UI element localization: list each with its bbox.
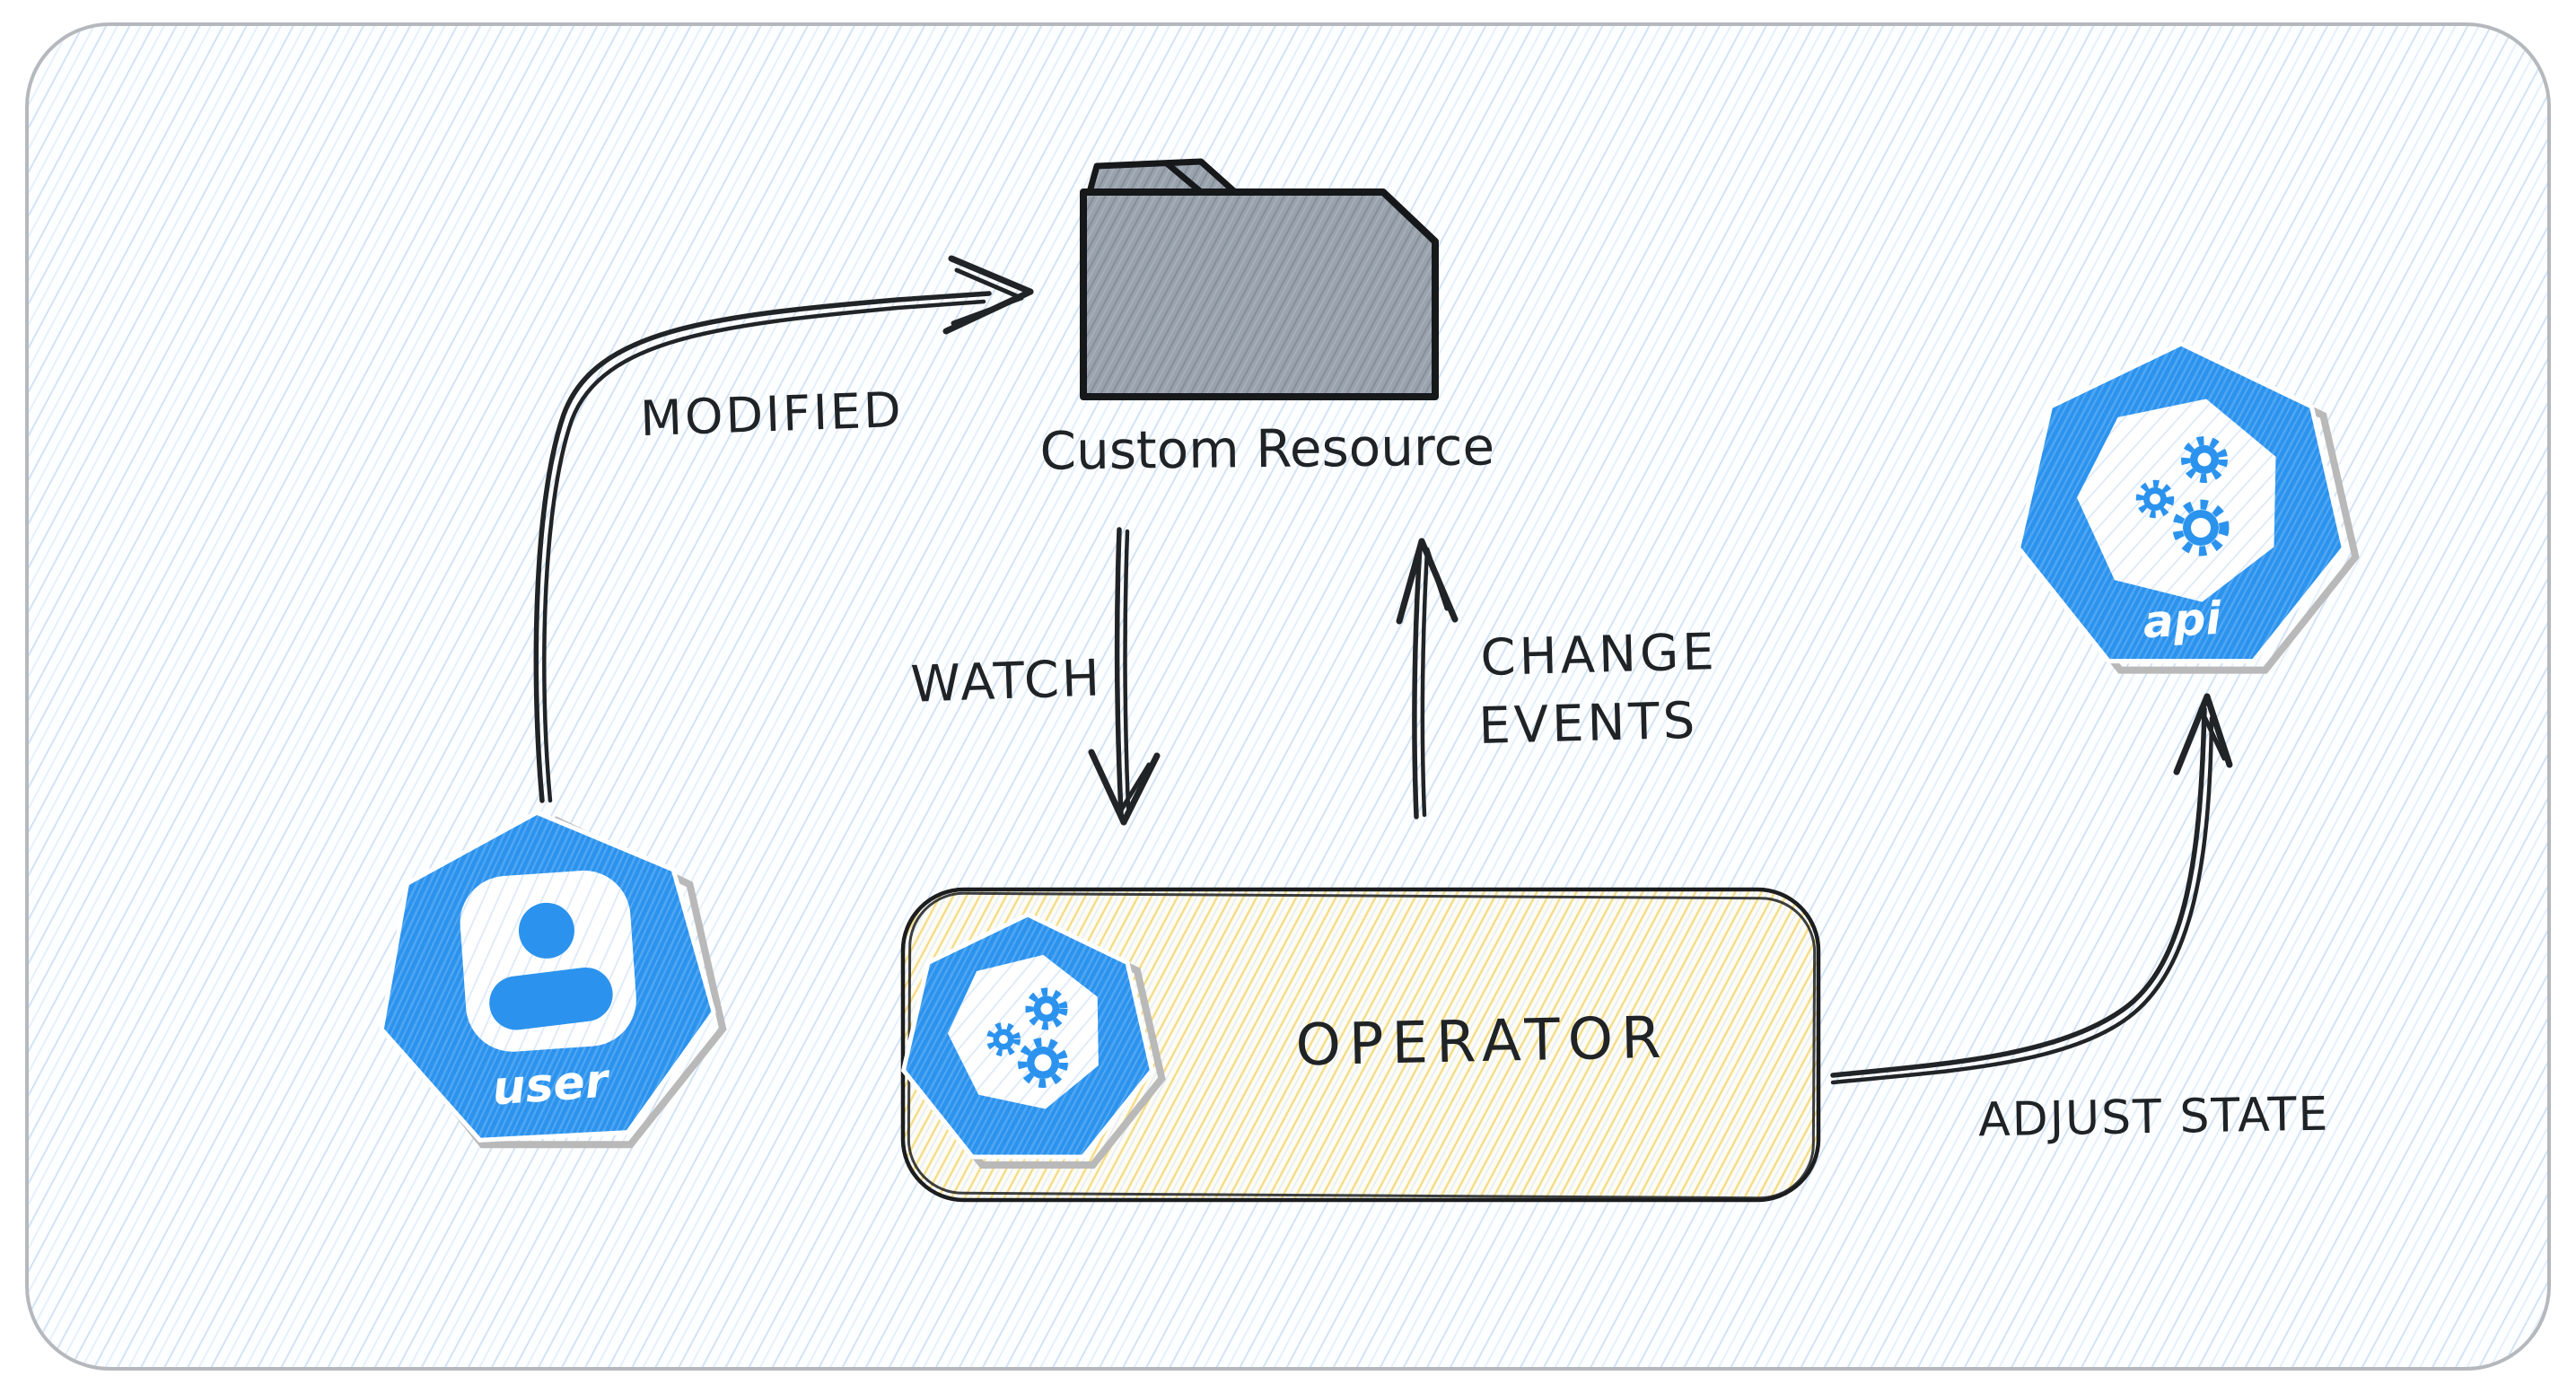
adjust-state-label: ADJUST STATE xyxy=(1978,1088,2330,1148)
person-body xyxy=(489,967,613,1030)
api-icon xyxy=(2015,341,2347,664)
adjust-state-arrow xyxy=(1830,693,2233,1085)
svg-text:EVENTS: EVENTS xyxy=(1478,692,1699,756)
modified-label: MODIFIED xyxy=(639,381,904,447)
person-head xyxy=(518,902,574,959)
watch-arrow xyxy=(1088,527,1161,826)
gears-glyph xyxy=(2135,436,2230,556)
operator-node: OPERATOR xyxy=(900,887,1821,1203)
change-events-label: CHANGE EVENTS xyxy=(1478,623,1719,756)
custom-resource-label: Custom Resource xyxy=(1039,416,1494,481)
operator-icon xyxy=(900,912,1166,1169)
user-node: user xyxy=(379,810,727,1149)
api-node: api xyxy=(2015,341,2360,674)
svg-text:CHANGE: CHANGE xyxy=(1480,623,1719,688)
gears-glyph xyxy=(986,987,1068,1088)
folder-icon xyxy=(1080,158,1439,400)
change-events-arrow xyxy=(1396,538,1459,819)
modified-arrow xyxy=(533,255,1034,803)
operator-label: OPERATOR xyxy=(1295,1005,1669,1080)
watch-label: WATCH xyxy=(910,649,1104,714)
custom-resource-node: Custom Resource xyxy=(1039,158,1494,482)
user-icon xyxy=(379,810,716,1143)
api-label: api xyxy=(2142,592,2222,649)
user-label: user xyxy=(490,1054,612,1116)
